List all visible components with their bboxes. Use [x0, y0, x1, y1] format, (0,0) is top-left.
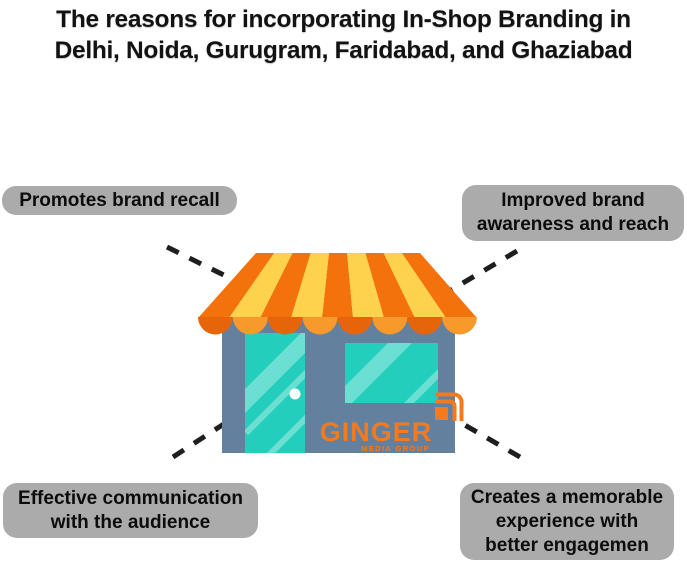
awning-scallops-dark	[198, 317, 443, 335]
dashed-connector-lines	[165, 244, 522, 460]
page-title-line-2: Delhi, Noida, Gurugram, Faridabad, and G…	[54, 37, 633, 64]
shop-awning	[198, 253, 477, 335]
shop-door	[245, 333, 305, 453]
badge-line: with the audience	[50, 511, 211, 533]
door-glass-highlights	[245, 333, 305, 453]
brand-logo-subtext: MEDIA GROUP	[361, 444, 430, 453]
connector-line-bottom-left	[171, 417, 232, 460]
awning-yellow-stripes	[229, 253, 446, 318]
badge-line: awareness and reach	[476, 214, 670, 235]
badge-line: Promotes brand recall	[19, 189, 220, 211]
connector-line-top-right	[444, 248, 519, 296]
badge-memorable-experience: Creates a memorable experience with bett…	[460, 483, 674, 560]
badge-line: Improved brand	[501, 190, 645, 211]
shop-window	[345, 343, 438, 403]
page-title-line-1: The reasons for incorporating In-Shop Br…	[56, 6, 631, 33]
badge-line: experience with	[495, 510, 639, 532]
brand-logo-icon	[435, 392, 464, 421]
awning-orange-stripes	[198, 253, 477, 318]
brand-logo-text: GINGER	[320, 417, 433, 447]
window-glass-highlights	[345, 343, 438, 403]
awning-scallops-light	[232, 317, 477, 335]
badge-line: Effective communication	[18, 487, 243, 509]
badge-improved-brand-awareness: Improved brand awareness and reach	[462, 185, 684, 241]
badge-line: better engagemen	[485, 534, 649, 556]
page-title: The reasons for incorporating In-Shop Br…	[0, 4, 687, 66]
door-knob	[289, 388, 301, 400]
badge-line: Creates a memorable	[470, 486, 664, 508]
badge-promotes-brand-recall: Promotes brand recall	[2, 186, 237, 215]
badge-effective-communication: Effective communication with the audienc…	[3, 483, 258, 538]
